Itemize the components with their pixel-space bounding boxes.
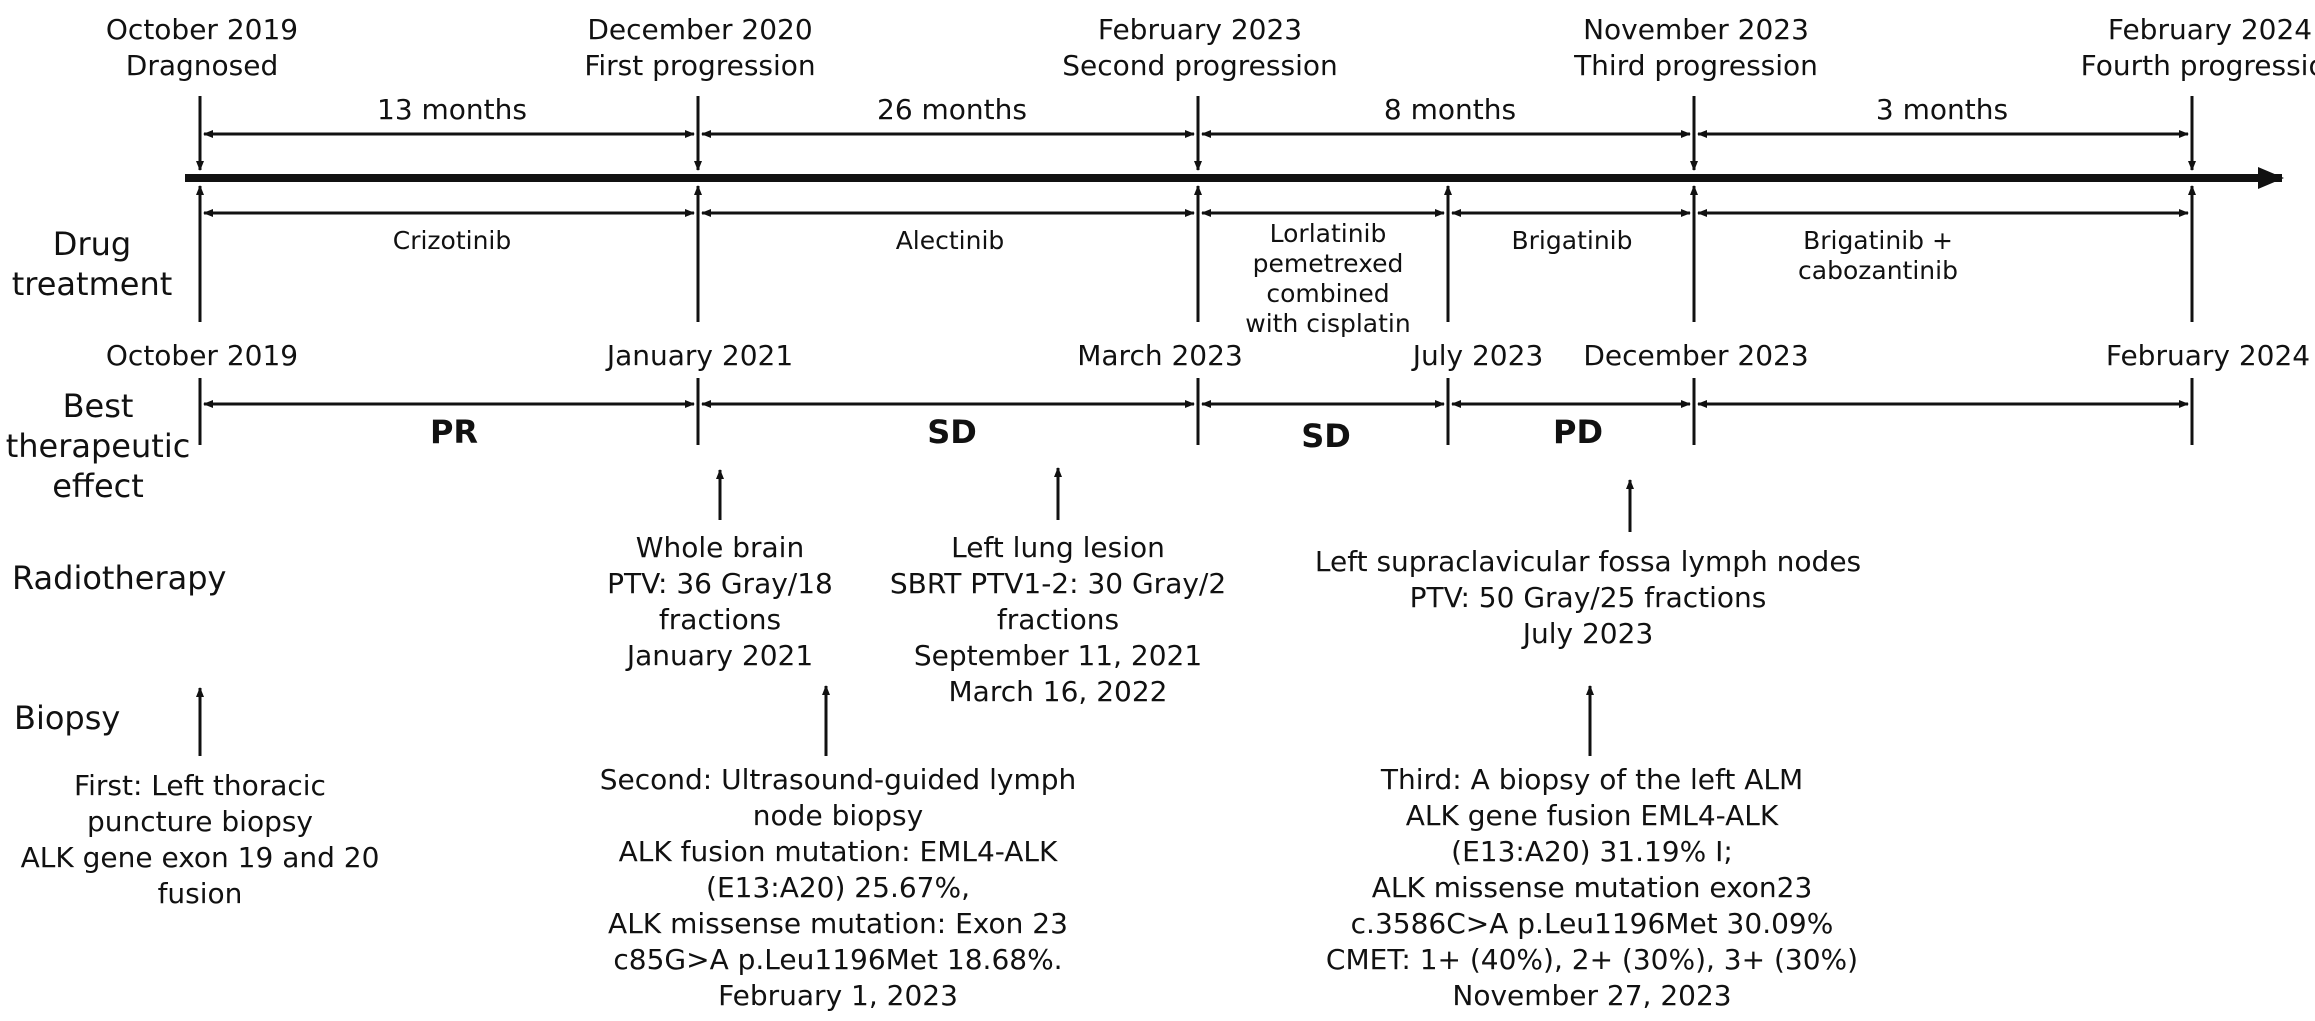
milestone-event: Third progression [1574, 49, 1818, 82]
drug-label: Brigatinib + cabozantinib [1798, 226, 1958, 285]
row-label-best-therapeutic-effect: Best therapeutic effect [5, 387, 191, 505]
milestone-event: Fourth progression [2080, 49, 2315, 82]
milestone-event: Dragnosed [125, 49, 279, 82]
milestone-event: First progression [584, 49, 816, 82]
milestone-date: October 2019 [105, 13, 299, 46]
row-label-biopsy: Biopsy [14, 699, 121, 737]
effect-label: SD [1301, 417, 1351, 455]
biopsy-note: First: Left thoracic puncture biopsy ALK… [20, 769, 380, 910]
radiotherapy-note: Left supraclavicular fossa lymph nodes P… [1314, 545, 1862, 650]
interval-label: 26 months [877, 93, 1027, 126]
row-label-radiotherapy: Radiotherapy [12, 559, 227, 597]
drug-label: Alectinib [895, 226, 1005, 255]
milestone-date: December 2020 [587, 13, 813, 46]
radiotherapy-note: Left lung lesion SBRT PTV1-2: 30 Gray/2 … [889, 531, 1227, 708]
milestone-date: November 2023 [1583, 13, 1809, 46]
effect-date: July 2023 [1412, 339, 1544, 372]
interval-label: 13 months [377, 93, 527, 126]
milestone-date: February 2023 [1097, 13, 1303, 46]
effect-label: PR [429, 413, 479, 451]
drug-label: Brigatinib [1511, 226, 1633, 255]
radiotherapy-note: Whole brain PTV: 36 Gray/18 fractions Ja… [607, 531, 833, 672]
drug-label: Lorlatinib pemetrexed combined with cisp… [1245, 219, 1411, 338]
row-label-drug-treatment: Drug treatment [11, 225, 173, 303]
interval-label: 3 months [1875, 93, 2009, 126]
milestone-date: February 2024 [2107, 13, 2313, 46]
effect-date: February 2024 [2105, 339, 2311, 372]
effect-date: January 2021 [606, 339, 794, 372]
effect-date: December 2023 [1583, 339, 1809, 372]
interval-label: 8 months [1383, 93, 1517, 126]
biopsy-note: Third: A biopsy of the left ALM ALK gene… [1325, 763, 1859, 1012]
effect-date: October 2019 [105, 339, 299, 372]
biopsy-note: Second: Ultrasound-guided lymph node bio… [599, 763, 1077, 1012]
effect-label: PD [1552, 413, 1604, 451]
drug-label: Crizotinib [392, 226, 512, 255]
effect-date: March 2023 [1077, 339, 1243, 372]
effect-label: SD [927, 413, 977, 451]
milestone-event: Second progression [1062, 49, 1338, 82]
